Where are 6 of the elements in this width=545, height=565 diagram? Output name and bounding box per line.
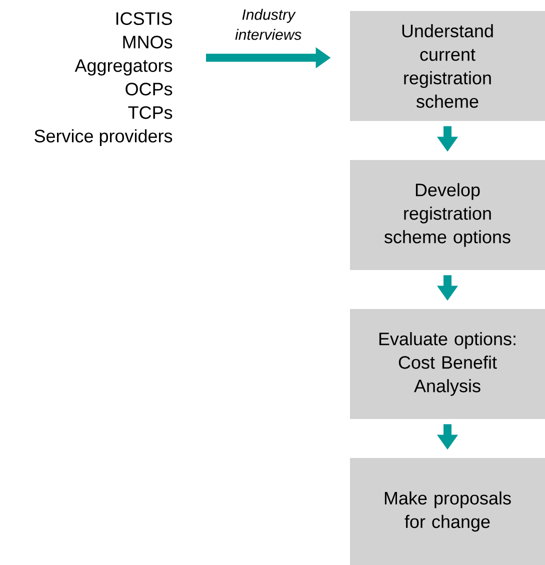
process-box: Make proposals for change xyxy=(350,458,545,565)
process-box: Develop registration scheme options xyxy=(350,160,545,270)
edge-label: Industry interviews xyxy=(235,8,302,40)
process-box: Understand current registration scheme xyxy=(350,11,545,121)
process-box: Evaluate options: Cost Benefit Analysis xyxy=(350,309,545,419)
stakeholder-list: ICSTIS MNOs Aggregators OCPs TCPs Service providers xyxy=(34,12,172,146)
